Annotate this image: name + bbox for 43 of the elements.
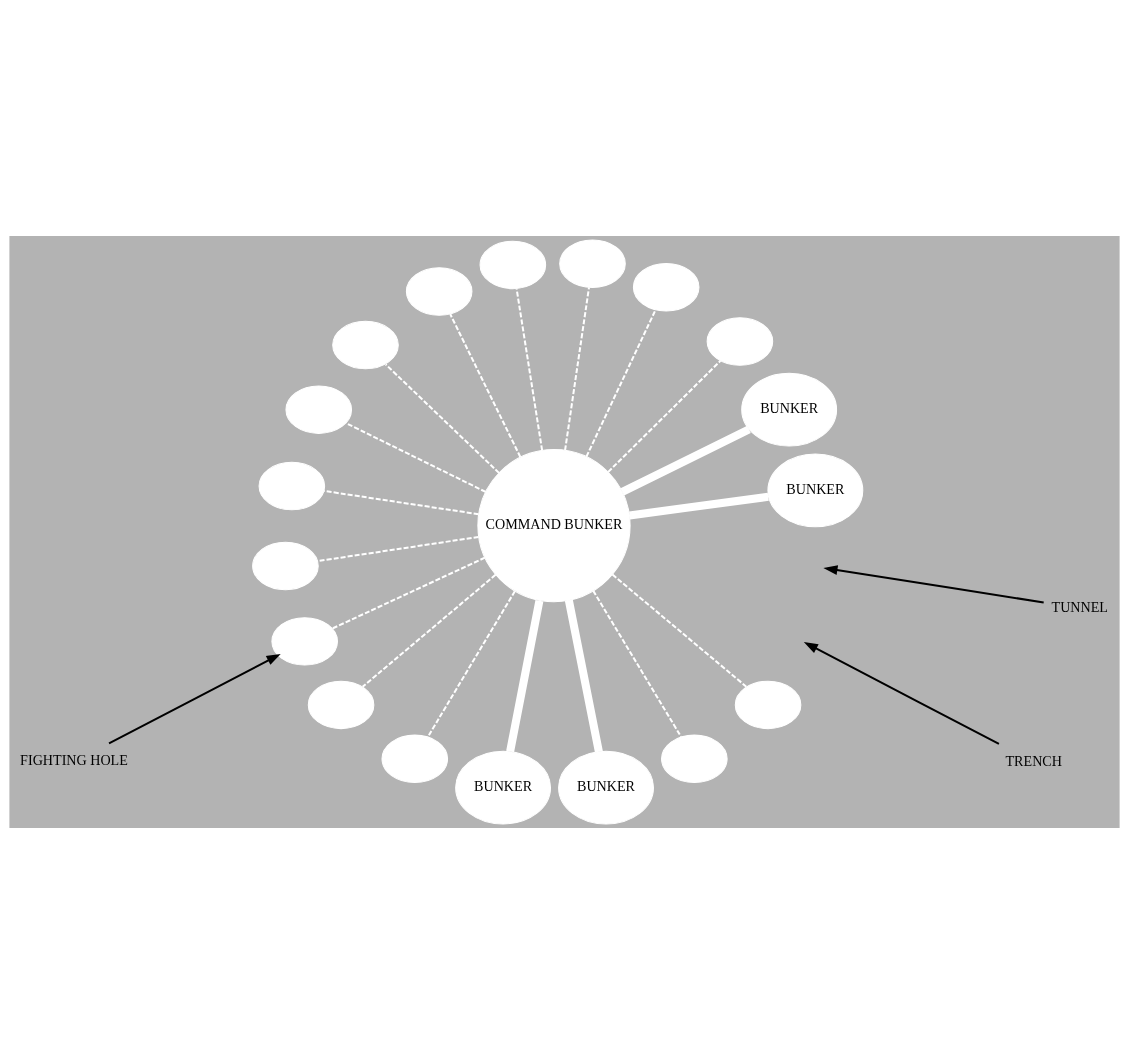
- arrow: [822, 565, 1044, 604]
- node-ellipse: BUNKER: [740, 372, 837, 447]
- node-ellipse: [734, 680, 801, 730]
- node-ellipse: [660, 734, 728, 784]
- node-ellipse: [632, 263, 699, 312]
- connector: [384, 363, 500, 474]
- connector: [426, 590, 516, 738]
- node-text: FIGHTING HOLE: [19, 752, 128, 769]
- node-ellipse: BUNKER: [766, 453, 863, 528]
- connector: [515, 288, 543, 451]
- connector: [620, 425, 751, 496]
- node-ellipse: [270, 617, 338, 666]
- node-circle: COMMAND BUNKER: [476, 448, 631, 603]
- node-ellipse: [331, 320, 399, 370]
- node-ellipse: [381, 734, 448, 784]
- connector: [316, 535, 479, 563]
- node-ellipse: [258, 461, 325, 511]
- node-ellipse: [479, 240, 546, 290]
- node-ellipse: BUNKER: [454, 750, 551, 825]
- connector: [448, 313, 521, 458]
- connector: [611, 573, 747, 688]
- connector: [607, 360, 721, 473]
- node-ellipse: [251, 541, 319, 591]
- node-ellipse: BUNKER: [557, 750, 654, 825]
- node-ellipse: [706, 317, 773, 366]
- node-ellipse: [558, 239, 626, 288]
- connector: [505, 599, 543, 753]
- node-ellipse: [307, 680, 374, 730]
- node-text: TRENCH: [1005, 752, 1062, 769]
- connector: [563, 287, 590, 451]
- arrow: [108, 653, 281, 745]
- connector: [585, 309, 656, 458]
- connector: [323, 489, 479, 516]
- connector: [591, 590, 682, 738]
- connector: [345, 422, 486, 493]
- connector: [564, 599, 603, 753]
- connector: [331, 556, 485, 630]
- arrow: [803, 641, 999, 745]
- node-ellipse: [284, 385, 352, 434]
- connector: [361, 574, 496, 688]
- node-text: TUNNEL: [1051, 598, 1108, 615]
- connector: [628, 492, 769, 520]
- node-ellipse: [405, 267, 472, 316]
